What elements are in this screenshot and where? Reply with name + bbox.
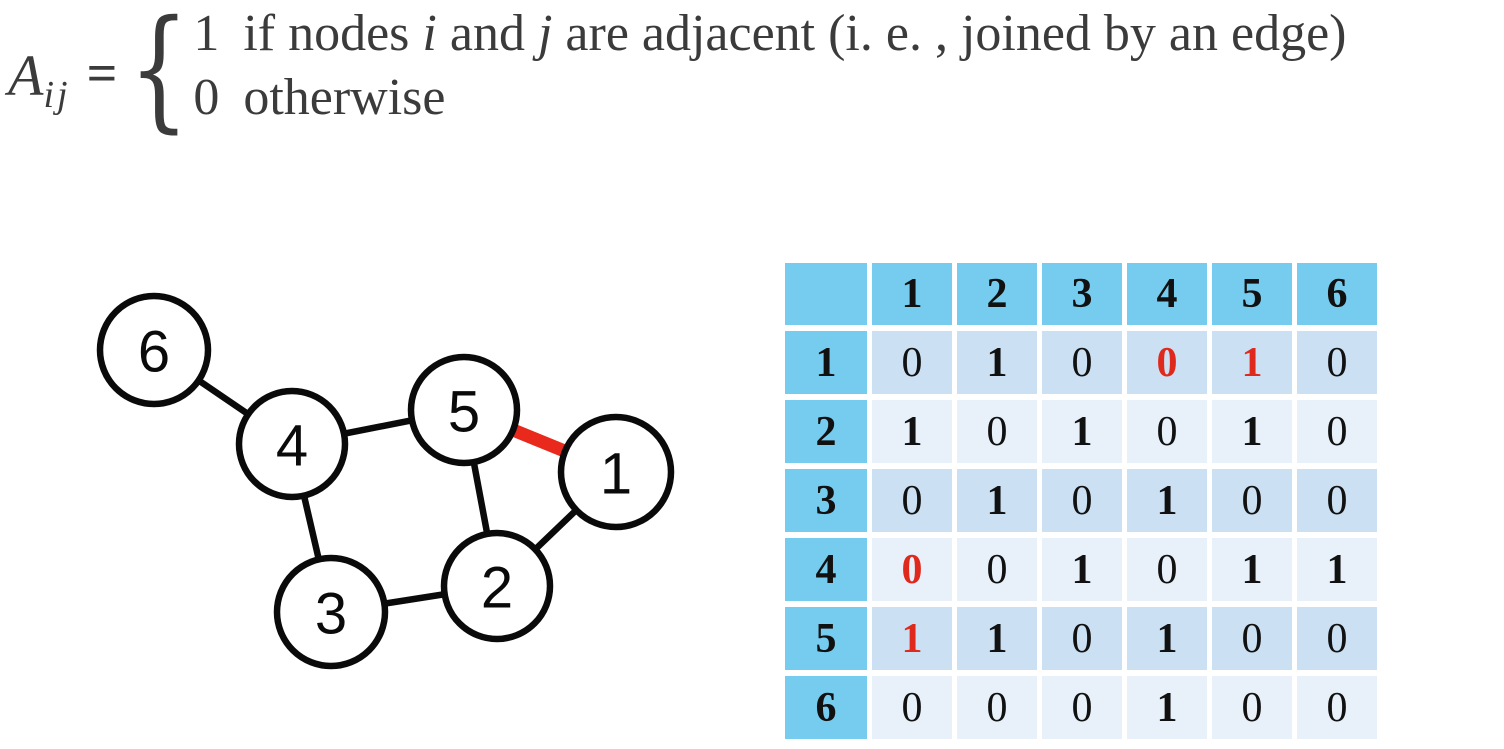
case-bottom: 0 otherwise xyxy=(193,66,1346,130)
matrix-cell-5-1: 1 xyxy=(872,607,952,670)
case-top: 1 if nodes i and j are adjacent (i. e. , … xyxy=(193,2,1346,66)
matrix-cell-1-3: 0 xyxy=(1042,331,1122,394)
matrix-cell-4-1: 0 xyxy=(872,538,952,601)
matrix-row-header-5: 5 xyxy=(785,607,867,670)
case-top-value: 1 xyxy=(193,5,220,62)
matrix-cell-5-6: 0 xyxy=(1297,607,1377,670)
matrix-cell-3-2: 1 xyxy=(957,469,1037,532)
matrix-cell-6-5: 0 xyxy=(1212,676,1292,739)
graph-node-label-5: 5 xyxy=(448,380,480,445)
matrix-col-header-5: 5 xyxy=(1212,263,1292,325)
case-top-var-i: i xyxy=(422,5,437,62)
matrix-cell-5-3: 0 xyxy=(1042,607,1122,670)
matrix-row-header-6: 6 xyxy=(785,676,867,739)
graph-node-6 xyxy=(96,292,212,408)
matrix-cell-6-2: 0 xyxy=(957,676,1037,739)
graph-node-label-4: 4 xyxy=(276,414,308,479)
matrix-cell-2-4: 0 xyxy=(1127,400,1207,463)
matrix-cell-3-4: 1 xyxy=(1127,469,1207,532)
case-top-text-1: if nodes xyxy=(243,5,423,62)
graph-node-1 xyxy=(557,413,675,531)
case-top-text-3: are adjacent (i. e. , joined by an edge) xyxy=(552,5,1347,62)
matrix-col-header-4: 4 xyxy=(1127,263,1207,325)
matrix-cell-3-3: 0 xyxy=(1042,469,1122,532)
matrix-cell-2-3: 1 xyxy=(1042,400,1122,463)
matrix-cell-2-6: 0 xyxy=(1297,400,1377,463)
matrix-cell-1-4: 0 xyxy=(1127,331,1207,394)
matrix-cell-5-4: 1 xyxy=(1127,607,1207,670)
matrix-row-header-1: 1 xyxy=(785,331,867,394)
matrix-cell-1-2: 1 xyxy=(957,331,1037,394)
matrix-cell-2-5: 1 xyxy=(1212,400,1292,463)
matrix-col-header-2: 2 xyxy=(957,263,1037,325)
matrix-col-header-3: 3 xyxy=(1042,263,1122,325)
matrix-col-header-1: 1 xyxy=(872,263,952,325)
matrix-cell-4-3: 1 xyxy=(1042,538,1122,601)
matrix-cell-1-5: 1 xyxy=(1212,331,1292,394)
matrix-cell-5-2: 1 xyxy=(957,607,1037,670)
graph-node-4 xyxy=(235,387,349,501)
case-top-var-j: j xyxy=(537,5,553,62)
matrix-cell-4-4: 0 xyxy=(1127,538,1207,601)
matrix-cell-5-5: 0 xyxy=(1212,607,1292,670)
matrix-row-header-3: 3 xyxy=(785,469,867,532)
matrix-cell-4-5: 1 xyxy=(1212,538,1292,601)
graph-node-label-2: 2 xyxy=(481,556,513,621)
matrix-cell-6-1: 0 xyxy=(872,676,952,739)
matrix-cell-3-5: 0 xyxy=(1212,469,1292,532)
matrix-row-header-2: 2 xyxy=(785,400,867,463)
formula-cases: 1 if nodes i and j are adjacent (i. e. , … xyxy=(193,2,1346,130)
matrix-cell-3-1: 0 xyxy=(872,469,952,532)
graph-node-label-6: 6 xyxy=(138,320,170,385)
case-top-text-2: and xyxy=(436,5,538,62)
graph-node-3 xyxy=(273,554,389,670)
case-bottom-text: otherwise xyxy=(243,69,446,126)
case-bottom-value: 0 xyxy=(193,69,220,126)
matrix-col-header-6: 6 xyxy=(1297,263,1377,325)
graph-node-2 xyxy=(440,529,554,643)
matrix-cell-6-4: 1 xyxy=(1127,676,1207,739)
matrix-cell-6-3: 0 xyxy=(1042,676,1122,739)
formula-variable: A xyxy=(8,42,44,108)
equals-sign: = xyxy=(86,43,118,103)
graph-node-5 xyxy=(407,353,521,467)
matrix-corner-cell xyxy=(785,263,867,325)
matrix-cell-1-1: 0 xyxy=(872,331,952,394)
graph-node-label-1: 1 xyxy=(600,442,632,507)
matrix-cell-1-6: 0 xyxy=(1297,331,1377,394)
matrix-cell-2-1: 1 xyxy=(872,400,952,463)
matrix-cell-2-2: 0 xyxy=(957,400,1037,463)
graph-node-label-3: 3 xyxy=(315,582,347,647)
matrix-row-header-4: 4 xyxy=(785,538,867,601)
matrix-cell-4-2: 0 xyxy=(957,538,1037,601)
formula-lhs: A ij xyxy=(8,42,71,116)
matrix-cell-6-6: 0 xyxy=(1297,676,1377,739)
matrix-cell-3-6: 0 xyxy=(1297,469,1377,532)
matrix-cell-4-6: 1 xyxy=(1297,538,1377,601)
formula-subscript: ij xyxy=(43,73,71,116)
